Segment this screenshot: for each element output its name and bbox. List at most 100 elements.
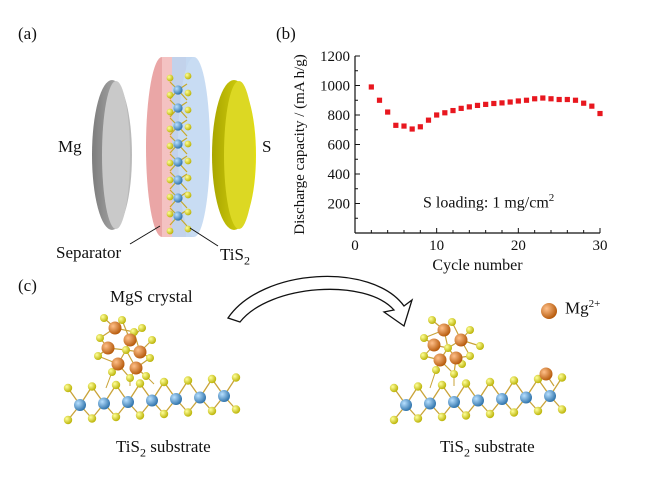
sulfur-atom — [466, 352, 474, 360]
transformation-arrow — [226, 275, 414, 328]
data-point — [458, 105, 464, 111]
data-point — [572, 97, 579, 103]
sulfur-atom — [389, 383, 399, 393]
magnesium-atom — [133, 345, 147, 359]
magnesium-atom — [427, 338, 441, 352]
data-point — [417, 124, 423, 130]
titanium-atom — [448, 396, 460, 408]
sulfur-atom — [184, 140, 192, 148]
sulfur-atom — [63, 415, 73, 425]
sulfur-atom — [63, 383, 73, 393]
sulfur-atom — [166, 159, 174, 167]
titanium-atom — [122, 396, 134, 408]
titanium-atom — [173, 85, 183, 95]
mg-anode-label: Mg — [58, 137, 82, 156]
sulfur-atom — [135, 411, 145, 420]
data-point — [425, 117, 432, 123]
data-point — [466, 104, 472, 110]
y-tick-label: 200 — [328, 197, 351, 213]
sulfur-atom — [87, 382, 97, 391]
titanium-atom — [472, 394, 484, 407]
titanium-atom — [173, 175, 183, 185]
mgs-crystal-label: MgS crystal — [110, 287, 193, 306]
data-point — [556, 96, 562, 103]
data-point — [442, 110, 448, 116]
magnesium-atom — [123, 333, 137, 347]
y-tick-label: 800 — [328, 108, 351, 124]
sulfur-atom — [413, 382, 423, 391]
x-axis-label: Cycle number — [432, 257, 523, 274]
sulfur-atom — [207, 406, 217, 416]
titanium-atom — [544, 390, 556, 402]
substrate-left-label: TiS2 substrate — [116, 437, 211, 460]
magnesium-atom — [539, 367, 553, 381]
magnesium-atom — [449, 351, 463, 365]
s-loading-annotation: S loading: 1 mg/cm2 — [423, 192, 555, 212]
data-point — [523, 97, 530, 103]
sulfur-atom — [166, 91, 174, 99]
sulfur-atom — [389, 415, 399, 425]
data-point — [393, 122, 399, 128]
sulfur-atom — [148, 336, 156, 344]
sulfur-atom — [533, 406, 543, 416]
sulfur-atom — [184, 208, 192, 216]
data-point — [564, 96, 570, 103]
sulfur-atom — [111, 380, 121, 390]
sulfur-atom — [184, 174, 192, 182]
data-point — [385, 109, 391, 115]
sulfur-atom — [166, 74, 174, 82]
sulfur-atom — [557, 405, 567, 414]
sulfur-atom — [485, 377, 495, 387]
titanium-atom — [424, 397, 436, 410]
sulfur-atom — [485, 409, 495, 419]
sulfur-atom — [509, 376, 519, 385]
titanium-atom — [170, 393, 182, 405]
sulfur-atom — [146, 354, 154, 362]
sulfur-atom — [166, 193, 174, 201]
sulfur-atom — [231, 405, 241, 414]
x-tick-label: 30 — [593, 238, 608, 254]
sulfur-atom — [100, 314, 108, 322]
sulfur-atom — [166, 210, 174, 218]
sulfur-atom — [231, 373, 241, 382]
separator-pointer — [129, 225, 161, 245]
magnesium-atom — [129, 361, 143, 375]
sulfur-atom — [184, 72, 192, 80]
data-point — [499, 100, 505, 106]
sulfur-atom — [183, 376, 193, 385]
titanium-atom — [173, 103, 183, 113]
sulfur-atom — [96, 334, 104, 342]
sulfur-atom — [87, 414, 97, 423]
sulfur-atom — [420, 334, 428, 342]
data-point — [409, 126, 415, 132]
sulfur-atom — [207, 374, 217, 384]
sulfur-atom — [166, 142, 174, 150]
titanium-atom — [400, 399, 412, 411]
left-mgs-structure — [63, 314, 241, 425]
titanium-atom — [173, 139, 183, 149]
sulfur-atom — [184, 191, 192, 199]
titanium-atom — [173, 211, 183, 221]
sulfur-atom — [420, 352, 428, 360]
sulfur-atom — [461, 411, 471, 420]
panel-b-label: (b) — [276, 24, 296, 43]
sulfur-atom — [437, 412, 447, 422]
magnesium-atom — [454, 333, 468, 347]
sulfur-atom — [466, 326, 474, 334]
right-mgs-structure — [389, 316, 567, 425]
sulfur-atom — [166, 227, 174, 235]
sulfur-atom — [437, 380, 447, 390]
titanium-atom — [173, 193, 183, 203]
sulfur-atom — [135, 379, 145, 388]
titanium-atom — [173, 121, 183, 131]
sulfur-atom — [111, 412, 121, 422]
data-point — [483, 101, 489, 107]
sulfur-cathode-disc — [212, 80, 256, 230]
data-point — [491, 100, 497, 107]
sulfur-atom — [166, 176, 174, 184]
sulfur-atom — [184, 123, 192, 131]
magnesium-atom — [437, 323, 451, 337]
sulfur-atom — [122, 346, 130, 354]
